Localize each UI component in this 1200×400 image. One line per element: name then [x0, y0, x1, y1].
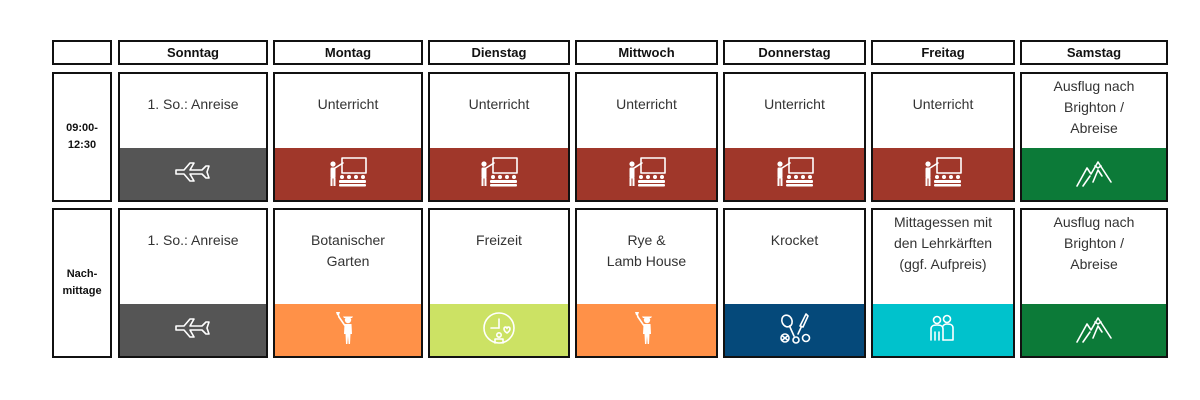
- activity-line: Abreise: [1070, 256, 1118, 272]
- activity-color-band: [873, 148, 1013, 200]
- time-slot-line: 09:00-: [66, 122, 98, 134]
- activity-line: Ausflug nach: [1053, 78, 1135, 94]
- people-group-icon: [920, 310, 966, 351]
- activity-line: 1. So.: Anreise: [147, 96, 239, 112]
- activity-cell: Unterricht: [575, 72, 718, 202]
- activity-color-band: [725, 148, 864, 200]
- day-header-samstag: Samstag: [1020, 40, 1168, 65]
- activity-line: (ggf. Aufpreis): [899, 256, 987, 272]
- activity-color-band: [120, 148, 266, 200]
- activity-color-band: [275, 304, 421, 356]
- activity-line: den Lehrkärften: [893, 235, 993, 251]
- mountain-icon: [1071, 154, 1117, 195]
- activity-text: Rye & Lamb House: [577, 210, 716, 304]
- airplane-icon: [170, 310, 216, 351]
- activity-text: Unterricht: [430, 74, 568, 148]
- time-slot-label: 09:00- 12:30: [52, 72, 112, 202]
- day-header-sonntag: Sonntag: [118, 40, 268, 65]
- activity-text: Mittagessen mit den Lehrkärften (ggf. Aufp…: [873, 210, 1013, 304]
- activity-line: Freizeit: [476, 232, 522, 248]
- activity-line: Garten: [326, 253, 370, 269]
- activity-cell: Unterricht: [723, 72, 866, 202]
- activity-color-band: [120, 304, 266, 356]
- activity-color-band: [275, 148, 421, 200]
- tour-guide-icon: [624, 310, 670, 351]
- activity-color-band: [430, 148, 568, 200]
- day-header-donnerstag: Donnerstag: [723, 40, 866, 65]
- activity-color-band: [1022, 304, 1166, 356]
- header-corner: [52, 40, 112, 65]
- activity-text: 1. So.: Anreise: [120, 74, 266, 148]
- activity-line: Mittagessen mit: [893, 214, 993, 230]
- activity-text: Unterricht: [577, 74, 716, 148]
- activity-color-band: [430, 304, 568, 356]
- classroom-teacher-icon: [476, 154, 522, 195]
- time-slot-line: Nach-: [66, 268, 98, 280]
- activity-line: Krocket: [770, 232, 819, 248]
- day-header-montag: Montag: [273, 40, 423, 65]
- time-slot-line: 12:30: [67, 139, 97, 151]
- activity-line: Lamb House: [606, 253, 687, 269]
- activity-color-band: [725, 304, 864, 356]
- activity-cell: Unterricht: [273, 72, 423, 202]
- time-slot-label: Nach-mittage: [52, 208, 112, 358]
- activity-color-band: [577, 304, 716, 356]
- activity-cell: Rye & Lamb House: [575, 208, 718, 358]
- activity-cell: Mittagessen mit den Lehrkärften (ggf. Aufp…: [871, 208, 1015, 358]
- activity-line: Brighton /: [1064, 99, 1124, 115]
- activity-line: Unterricht: [317, 96, 379, 112]
- activity-line: Brighton /: [1064, 235, 1124, 251]
- activity-color-band: [873, 304, 1013, 356]
- activity-color-band: [1022, 148, 1166, 200]
- activity-cell: Unterricht: [428, 72, 570, 202]
- activity-text: 1. So.: Anreise: [120, 210, 266, 304]
- activity-color-band: [577, 148, 716, 200]
- day-header-dienstag: Dienstag: [428, 40, 570, 65]
- mountain-icon: [1071, 310, 1117, 351]
- leisure-clock-icon: [476, 310, 522, 351]
- activity-line: Ausflug nach: [1053, 214, 1135, 230]
- classroom-teacher-icon: [772, 154, 818, 195]
- activity-line: Unterricht: [468, 96, 530, 112]
- classroom-teacher-icon: [325, 154, 371, 195]
- time-slot-text: 09:00- 12:30: [66, 120, 98, 154]
- activity-line: 1. So.: Anreise: [147, 232, 239, 248]
- sports-icon: [772, 310, 818, 351]
- activity-text: Unterricht: [873, 74, 1013, 148]
- tour-guide-icon: [325, 310, 371, 351]
- activity-line: Unterricht: [616, 96, 677, 112]
- activity-line: Rye &: [627, 232, 666, 248]
- day-header-freitag: Freitag: [871, 40, 1015, 65]
- activity-cell: Krocket: [723, 208, 866, 358]
- activity-line: Botanischer: [311, 232, 385, 248]
- activity-line: Unterricht: [764, 96, 825, 112]
- airplane-icon: [170, 154, 216, 195]
- classroom-teacher-icon: [624, 154, 670, 195]
- activity-text: Unterricht: [275, 74, 421, 148]
- activity-cell: 1. So.: Anreise: [118, 208, 268, 358]
- activity-line: Unterricht: [912, 96, 974, 112]
- classroom-teacher-icon: [920, 154, 966, 195]
- activity-line: Abreise: [1070, 120, 1118, 136]
- activity-text: Krocket: [725, 210, 864, 304]
- activity-text: Freizeit: [430, 210, 568, 304]
- time-slot-text: Nach-mittage: [62, 266, 101, 300]
- activity-text: Unterricht: [725, 74, 864, 148]
- activity-cell: Unterricht: [871, 72, 1015, 202]
- day-header-mittwoch: Mittwoch: [575, 40, 718, 65]
- time-slot-line: mittage: [62, 285, 102, 297]
- activity-cell: Freizeit: [428, 208, 570, 358]
- activity-cell: 1. So.: Anreise: [118, 72, 268, 202]
